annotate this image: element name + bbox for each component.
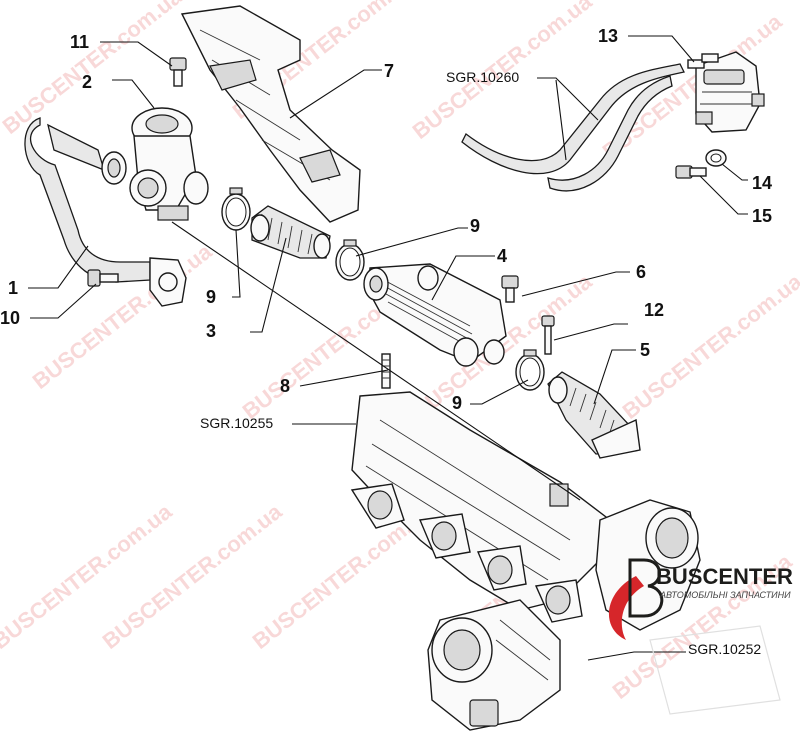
callout-3: 3 xyxy=(206,321,216,341)
callout-2: 2 xyxy=(82,72,92,92)
part-4-egr-cooler xyxy=(363,263,507,367)
callout-9b: 9 xyxy=(470,216,480,236)
part-11-bolt xyxy=(169,57,187,87)
part-3-corrugated-hose xyxy=(250,205,331,259)
part-5-corrugated-hose xyxy=(547,371,641,459)
callout-9c: 9 xyxy=(452,393,462,413)
throttle-body xyxy=(427,599,561,731)
callout-8: 8 xyxy=(280,376,290,396)
part-2-egr-valve xyxy=(129,107,209,221)
callout-7: 7 xyxy=(384,61,394,81)
part-10-bolt xyxy=(87,269,119,287)
part-7-heat-shield xyxy=(180,5,361,223)
callout-5: 5 xyxy=(640,340,650,360)
part-13-solenoid-valve xyxy=(687,51,765,133)
leader-lines xyxy=(28,35,748,661)
reference-sgr-10260: SGR.10260 xyxy=(446,69,519,85)
logo-subtitle: АВТОМОБІЛЬНІ ЗАПЧАСТИНИ xyxy=(659,590,791,600)
logo-emblem-icon xyxy=(608,576,644,640)
callout-6: 6 xyxy=(636,262,646,282)
callouts: 1 2 3 4 5 6 7 8 9 9 9 10 11 12 13 14 15 xyxy=(0,26,772,413)
callout-11: 11 xyxy=(70,32,89,52)
buscenter-logo: BUSCENTER АВТОМОБІЛЬНІ ЗАПЧАСТИНИ xyxy=(608,558,793,715)
callout-4: 4 xyxy=(497,246,507,266)
callout-14: 14 xyxy=(752,173,772,193)
logo-b-icon xyxy=(628,558,664,618)
part-15-bolt xyxy=(675,165,707,179)
callout-9a: 9 xyxy=(206,287,216,307)
callout-10: 10 xyxy=(0,308,20,328)
reference-sgr-10255: SGR.10255 xyxy=(200,415,273,431)
reference-sgr-10252: SGR.10252 xyxy=(688,641,761,657)
callout-1: 1 xyxy=(8,278,18,298)
watermark: BUSCENTER.com.ua xyxy=(0,498,177,654)
logo-bus-icon xyxy=(649,625,781,715)
intake-manifold xyxy=(350,391,611,623)
part-12-stud xyxy=(541,315,555,355)
logo-name: BUSCENTER xyxy=(656,564,793,589)
callout-13: 13 xyxy=(598,26,618,46)
part-9-clamp-b xyxy=(335,239,365,281)
part-1-egr-pipe xyxy=(24,117,187,307)
reference-labels: SGR.10260 SGR.10255 SGR.10252 xyxy=(200,69,761,657)
part-9-clamp-a xyxy=(221,187,251,231)
part-14-washer xyxy=(705,149,727,167)
part-9-clamp-c xyxy=(515,349,545,391)
part-6-bolt xyxy=(501,275,519,303)
callout-12: 12 xyxy=(644,300,664,320)
vacuum-hoses xyxy=(461,63,685,192)
callout-15: 15 xyxy=(752,206,772,226)
